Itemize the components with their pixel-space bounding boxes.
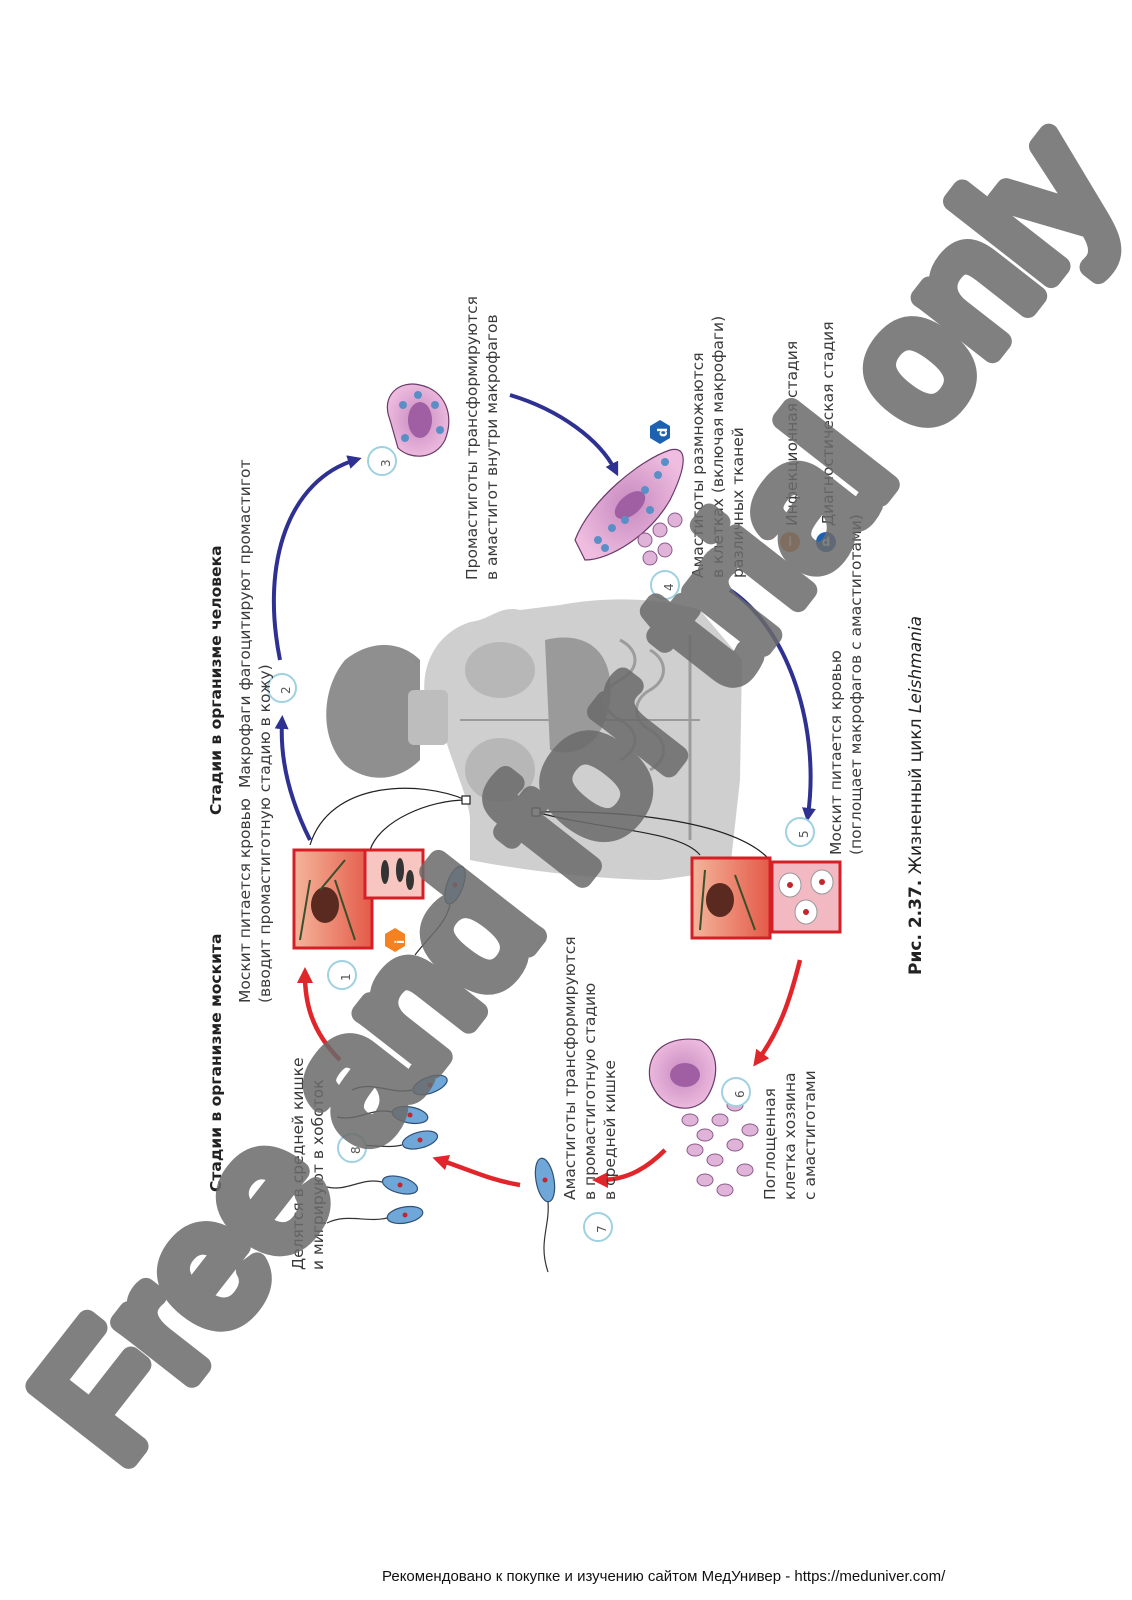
arrow-7-to-8 <box>432 1154 521 1188</box>
human-body-illustration <box>326 599 742 880</box>
step-number-8: 8 <box>349 1146 363 1154</box>
legend-infective-label: Инфекционная стадия <box>783 340 801 526</box>
arrow-4-to-5 <box>728 588 816 822</box>
step-6-circle <box>721 1077 751 1107</box>
step-number-circles <box>267 446 815 1242</box>
step-number-2: 2 <box>279 686 293 694</box>
step6-label: Поглощенная клетка хозяина с амастиготам… <box>761 1070 819 1200</box>
ingested-cell-stage-6 <box>648 1038 759 1197</box>
step-3-circle <box>367 446 397 476</box>
promastigotes-stage-8 <box>326 865 466 1225</box>
step8-label: Делятся в средней кишке и мигрируют в хо… <box>289 1057 327 1270</box>
figure-caption: Рис. 2.37. Жизненный цикл Leishmania <box>906 616 926 975</box>
step-2-circle <box>267 673 297 703</box>
promastigote-stage-7 <box>534 1157 556 1273</box>
step2-label: Макрофаги фагоцитируют промастигот <box>236 459 254 789</box>
step5-label: Москит питается кровью (поглощает макроф… <box>827 514 865 855</box>
diagnostic-badge-letter: d <box>656 427 671 437</box>
step-number-7: 7 <box>595 1225 609 1233</box>
arrow-3-to-4 <box>509 393 619 477</box>
connector-lines <box>309 787 769 859</box>
step-number-4: 4 <box>662 583 676 591</box>
caption-prefix: Рис. 2.37. <box>906 879 926 975</box>
step-8-circle <box>337 1133 367 1163</box>
footer-recommendation: Рекомендовано к покупке и изучению сайто… <box>382 1568 946 1585</box>
mosquito-feeding-inset-1 <box>292 848 425 950</box>
human-stages-heading: Стадии в организме человека <box>207 545 225 815</box>
infective-badge-letter: i <box>393 939 407 944</box>
macrophage-stage-3 <box>386 383 450 457</box>
step-4-circle <box>650 570 680 600</box>
human-cycle-arrows <box>271 393 816 841</box>
legend-infective-icon: i <box>780 532 800 552</box>
step-number-1: 1 <box>339 973 353 981</box>
step-7-circle <box>583 1212 613 1242</box>
step-1-circle <box>327 960 357 990</box>
infected-cell-stage-4 <box>574 448 684 566</box>
mosquito-cycle-arrows <box>297 959 803 1188</box>
step-number-6: 6 <box>733 1090 747 1098</box>
step7-label: Амастиготы трансформируются в промастиго… <box>561 936 619 1200</box>
step4-label: Амастиготы размножаются в клетках (включ… <box>689 315 747 578</box>
mosquito-stages-heading: Стадии в организме москита <box>207 933 225 1192</box>
diagnostic-stage-badge <box>650 420 670 444</box>
arrow-1-to-2 <box>274 715 312 841</box>
infective-stage-badge <box>385 928 405 952</box>
arrow-8-to-1 <box>297 967 342 1062</box>
step-5-circle <box>785 817 815 847</box>
step-number-3: 3 <box>379 459 393 467</box>
step-number-5: 5 <box>797 830 811 838</box>
step3-label: Промастиготы трансформируются в амастиго… <box>463 296 501 580</box>
caption-text: Жизненный цикл <box>906 718 926 875</box>
arrow-6-to-7 <box>592 1148 667 1188</box>
caption-genus: Leishmania <box>906 615 926 714</box>
legend-diagnostic-label: Диагностическая стадия <box>819 321 837 526</box>
arrow-2-to-3 <box>271 455 362 661</box>
arrow-5-to-6 <box>753 959 803 1067</box>
mosquito-feeding-inset-2 <box>690 856 842 940</box>
legend-diagnostic-icon: d <box>816 532 836 552</box>
